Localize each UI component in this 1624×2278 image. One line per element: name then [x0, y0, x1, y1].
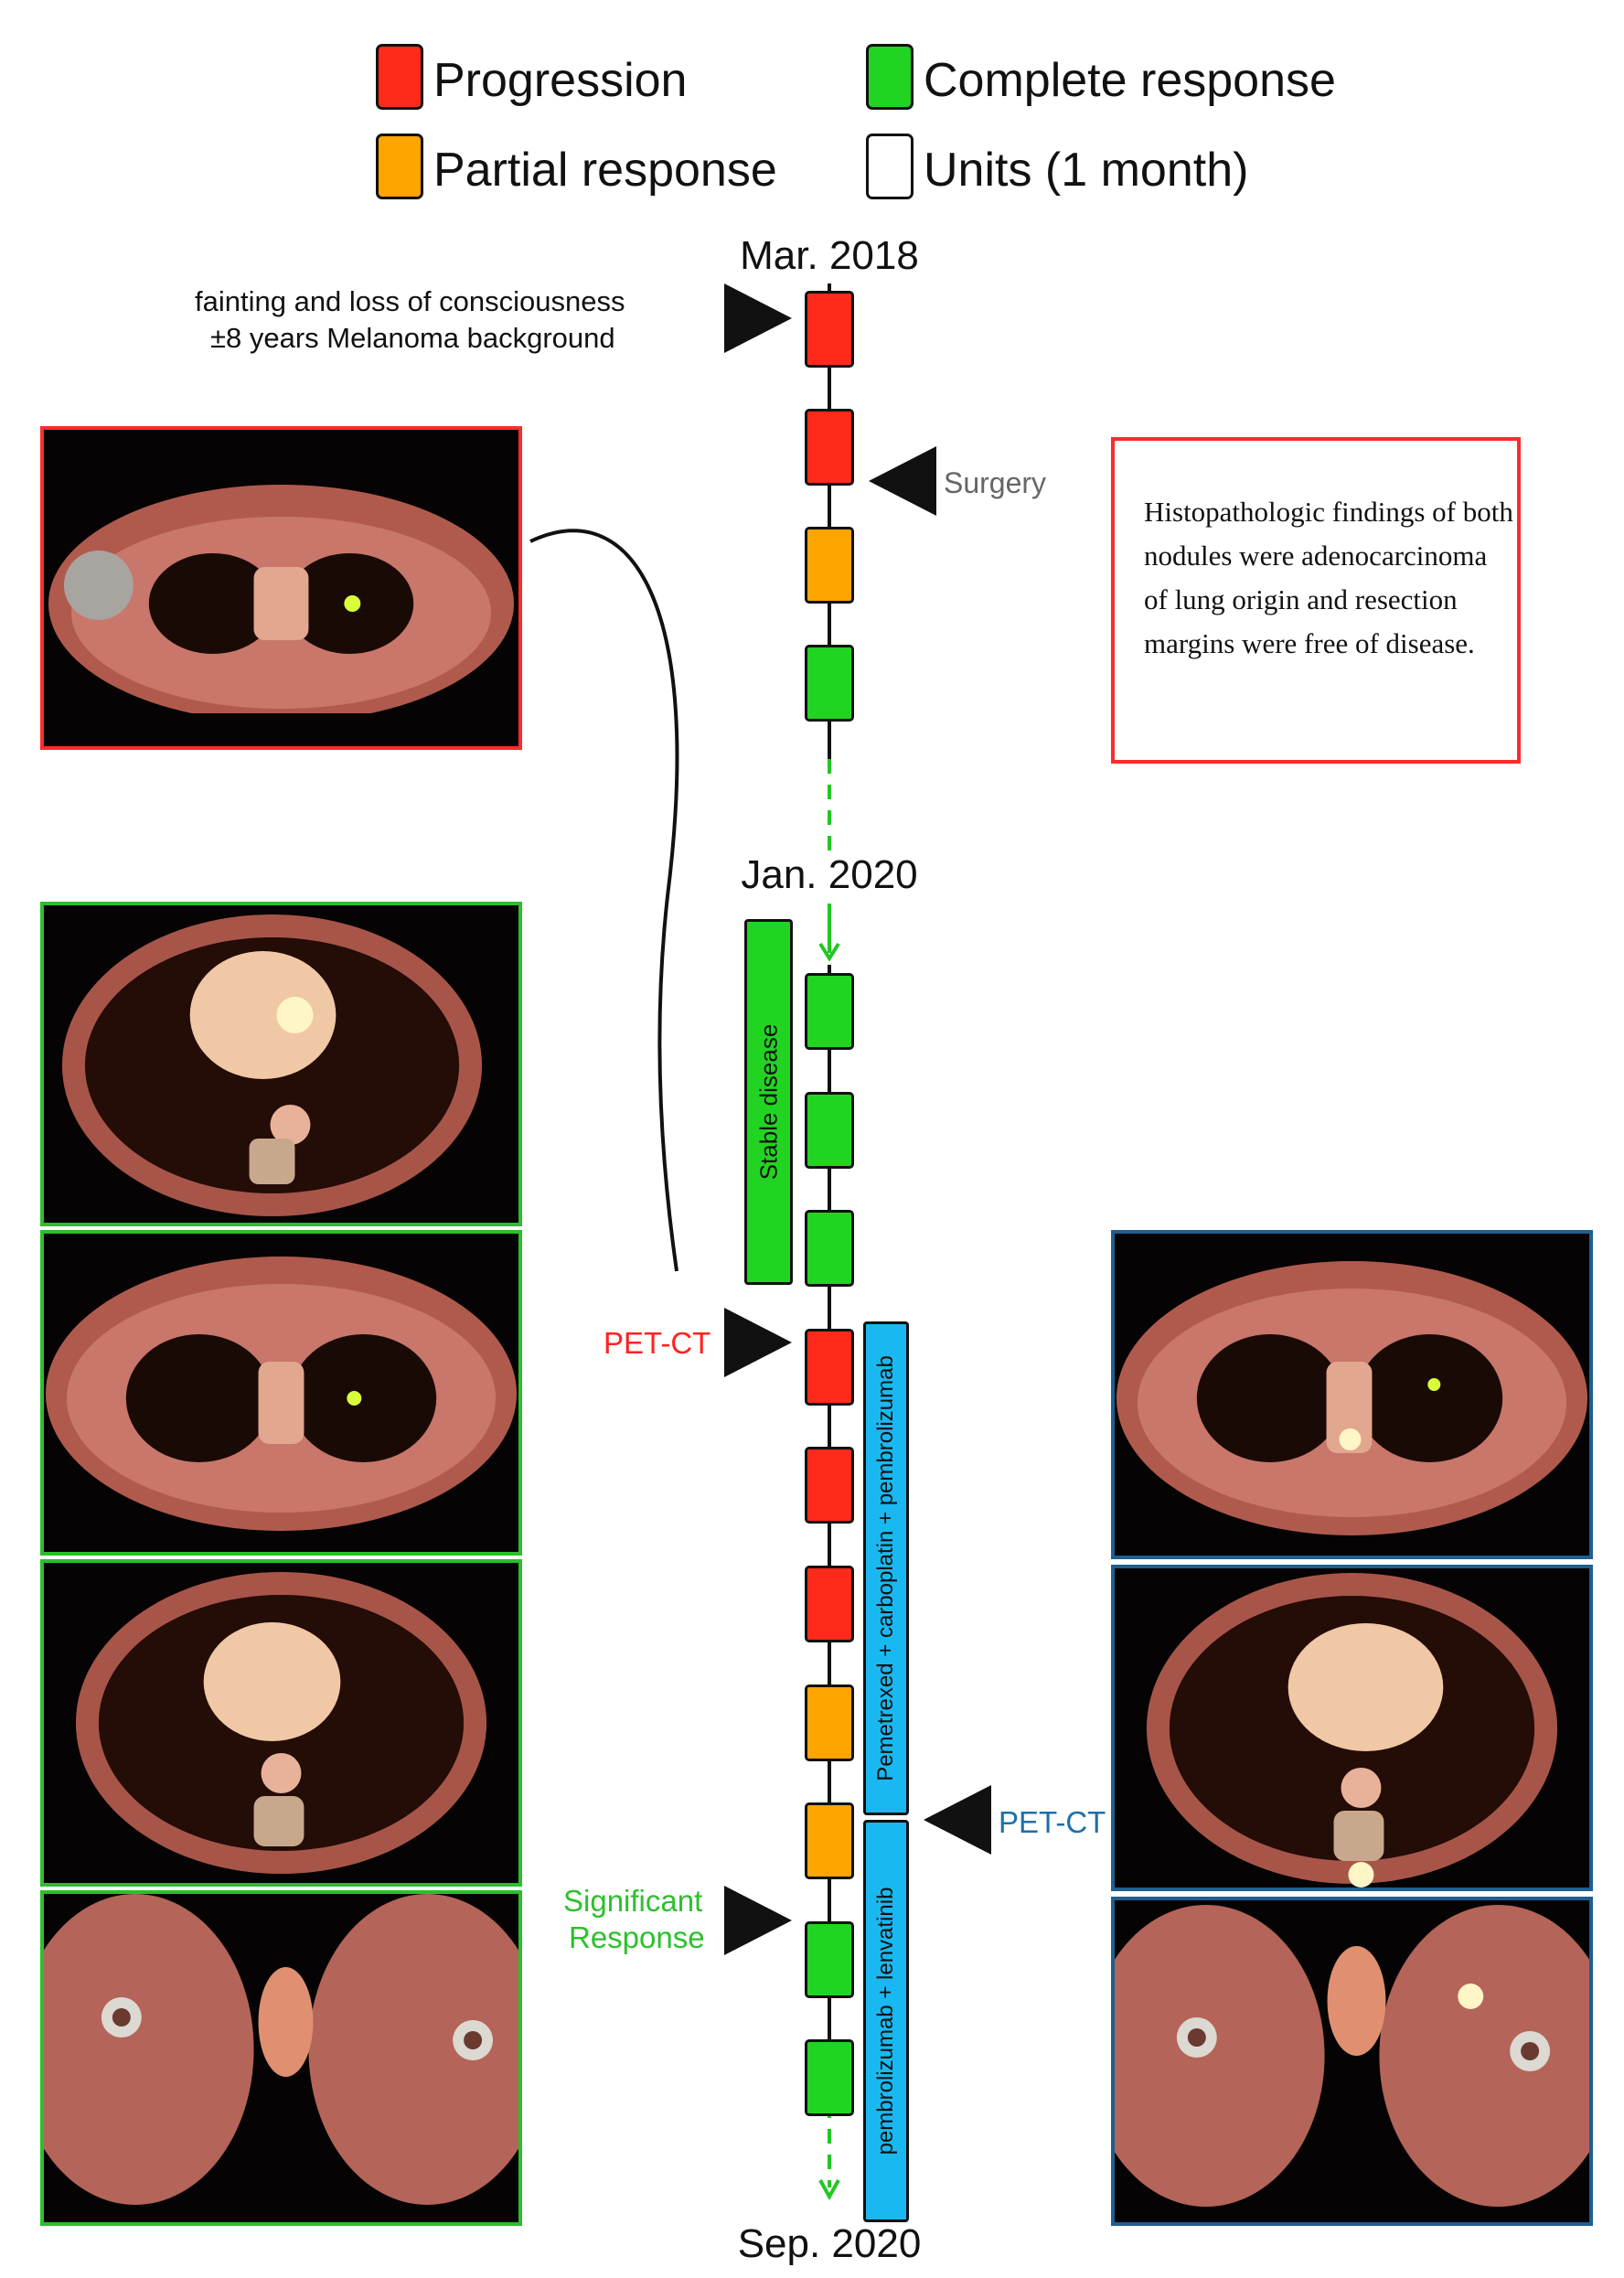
significant-label-line2: Response [569, 1920, 705, 1954]
surgery-label: Surgery [944, 466, 1047, 499]
significant-label-line1: Significant [563, 1884, 703, 1918]
scan-panel-thighs-1 [40, 1890, 522, 2226]
legend-label-complete: Complete response [924, 54, 1336, 107]
dashed-connector-top [818, 759, 840, 962]
month-unit-partial [805, 527, 854, 604]
month-unit-progression [805, 409, 854, 486]
date-end: Sep. 2020 [737, 2221, 922, 2266]
date-mid: Jan. 2020 [741, 852, 918, 897]
month-unit-progression [805, 291, 854, 368]
surgery-arrow-icon [869, 446, 936, 516]
month-unit-complete [805, 645, 854, 722]
month-unit-complete [805, 2039, 854, 2117]
legend-label-progression: Progression [433, 54, 688, 107]
scan-panel-chest-followup [1111, 1230, 1593, 1559]
chemo-bar: Pemetrexed + carboplatin + pembrolizumab [863, 1321, 909, 1815]
scan-panel-heart-1 [40, 902, 522, 1226]
month-unit-complete [805, 1210, 854, 1288]
onset-note-line1: fainting and loss of consciousness [195, 285, 625, 317]
legend-label-units: Units (1 month) [924, 144, 1249, 197]
timeline-line-bottom [828, 965, 831, 2103]
histopathology-text: Histopathologic findings of both nodules… [1144, 496, 1513, 660]
scan-panel-thighs-followup [1111, 1897, 1593, 2226]
month-unit-progression [805, 1328, 854, 1406]
onset-arrow-icon [724, 283, 792, 353]
petct-blue-arrow-icon [924, 1785, 991, 1855]
onset-note-line2: ±8 years Melanoma background [210, 322, 615, 354]
scan-panel-heart-followup [1111, 1565, 1593, 1891]
lenvatinib-label: pembrolizumab + lenvatinib [873, 1887, 898, 2155]
histopathology-box: Histopathologic findings of both nodules… [1111, 437, 1521, 764]
chemo-label: Pemetrexed + carboplatin + pembrolizumab [873, 1355, 898, 1781]
lenvatinib-bar: pembrolizumab + lenvatinib [863, 1820, 909, 2222]
month-unit-partial [805, 1684, 854, 1761]
month-unit-complete [805, 1920, 854, 1998]
legend-swatch-units [866, 134, 914, 199]
scan-panel-initial-chest [40, 426, 522, 750]
timeline-line-top [828, 283, 831, 759]
month-unit-complete [805, 973, 854, 1050]
significant-arrow-icon [724, 1886, 792, 1955]
month-unit-progression [805, 1566, 854, 1642]
stable-disease-label: Stable disease [754, 1023, 782, 1181]
petct-red-label: PET-CT [604, 1326, 711, 1360]
legend-swatch-complete [866, 44, 914, 110]
month-unit-partial [805, 1802, 854, 1880]
month-unit-complete [805, 1091, 854, 1169]
petct-red-arrow-icon [724, 1308, 792, 1377]
stable-disease-bar: Stable disease [744, 919, 793, 1285]
legend-swatch-partial [376, 134, 423, 199]
scan-panel-heart-2 [40, 1559, 522, 1887]
month-unit-progression [805, 1447, 854, 1524]
connector-curve [529, 529, 679, 1272]
legend-swatch-progression [376, 44, 423, 110]
legend-label-partial: Partial response [433, 144, 777, 197]
date-start: Mar. 2018 [740, 233, 919, 278]
scan-panel-chest-progression [40, 1230, 522, 1556]
petct-blue-label: PET-CT [999, 1805, 1106, 1839]
dashed-connector-bottom [818, 2103, 840, 2201]
